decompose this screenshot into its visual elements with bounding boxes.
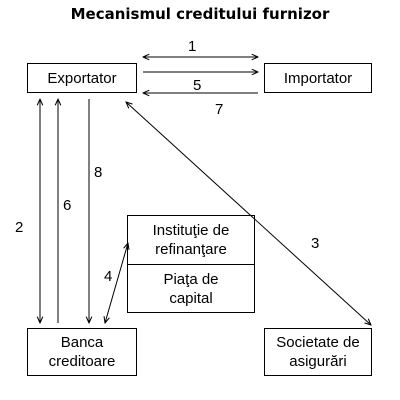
flow-label-4: 4 [104, 268, 113, 285]
importator-label: Importator [283, 69, 353, 87]
diagram-title: Mecanismul creditului furnizor [70, 5, 330, 23]
flow-label-5: 5 [193, 77, 202, 94]
societate-node: Societate de asigurări [264, 328, 372, 376]
exportator-node: Exportator [27, 63, 137, 93]
flow-label-7: 7 [215, 101, 224, 118]
arrow-4 [105, 243, 128, 323]
flow-label-8: 8 [94, 164, 103, 181]
arrow-3 [126, 102, 371, 325]
flow-label-1: 1 [188, 38, 197, 55]
flow-label-3: 3 [311, 235, 320, 252]
societate-label-line2: asigurări [289, 353, 347, 370]
banca-label-line2: creditoare [48, 353, 116, 370]
banca-label-line1: Banca [60, 334, 104, 351]
flow-label-6: 6 [63, 197, 72, 214]
societate-label-line1: Societate de [276, 334, 360, 351]
banca-node: Banca creditoare [27, 328, 137, 376]
flow-label-2: 2 [15, 219, 24, 236]
importator-node: Importator [264, 63, 372, 93]
exportator-label: Exportator [47, 69, 117, 87]
